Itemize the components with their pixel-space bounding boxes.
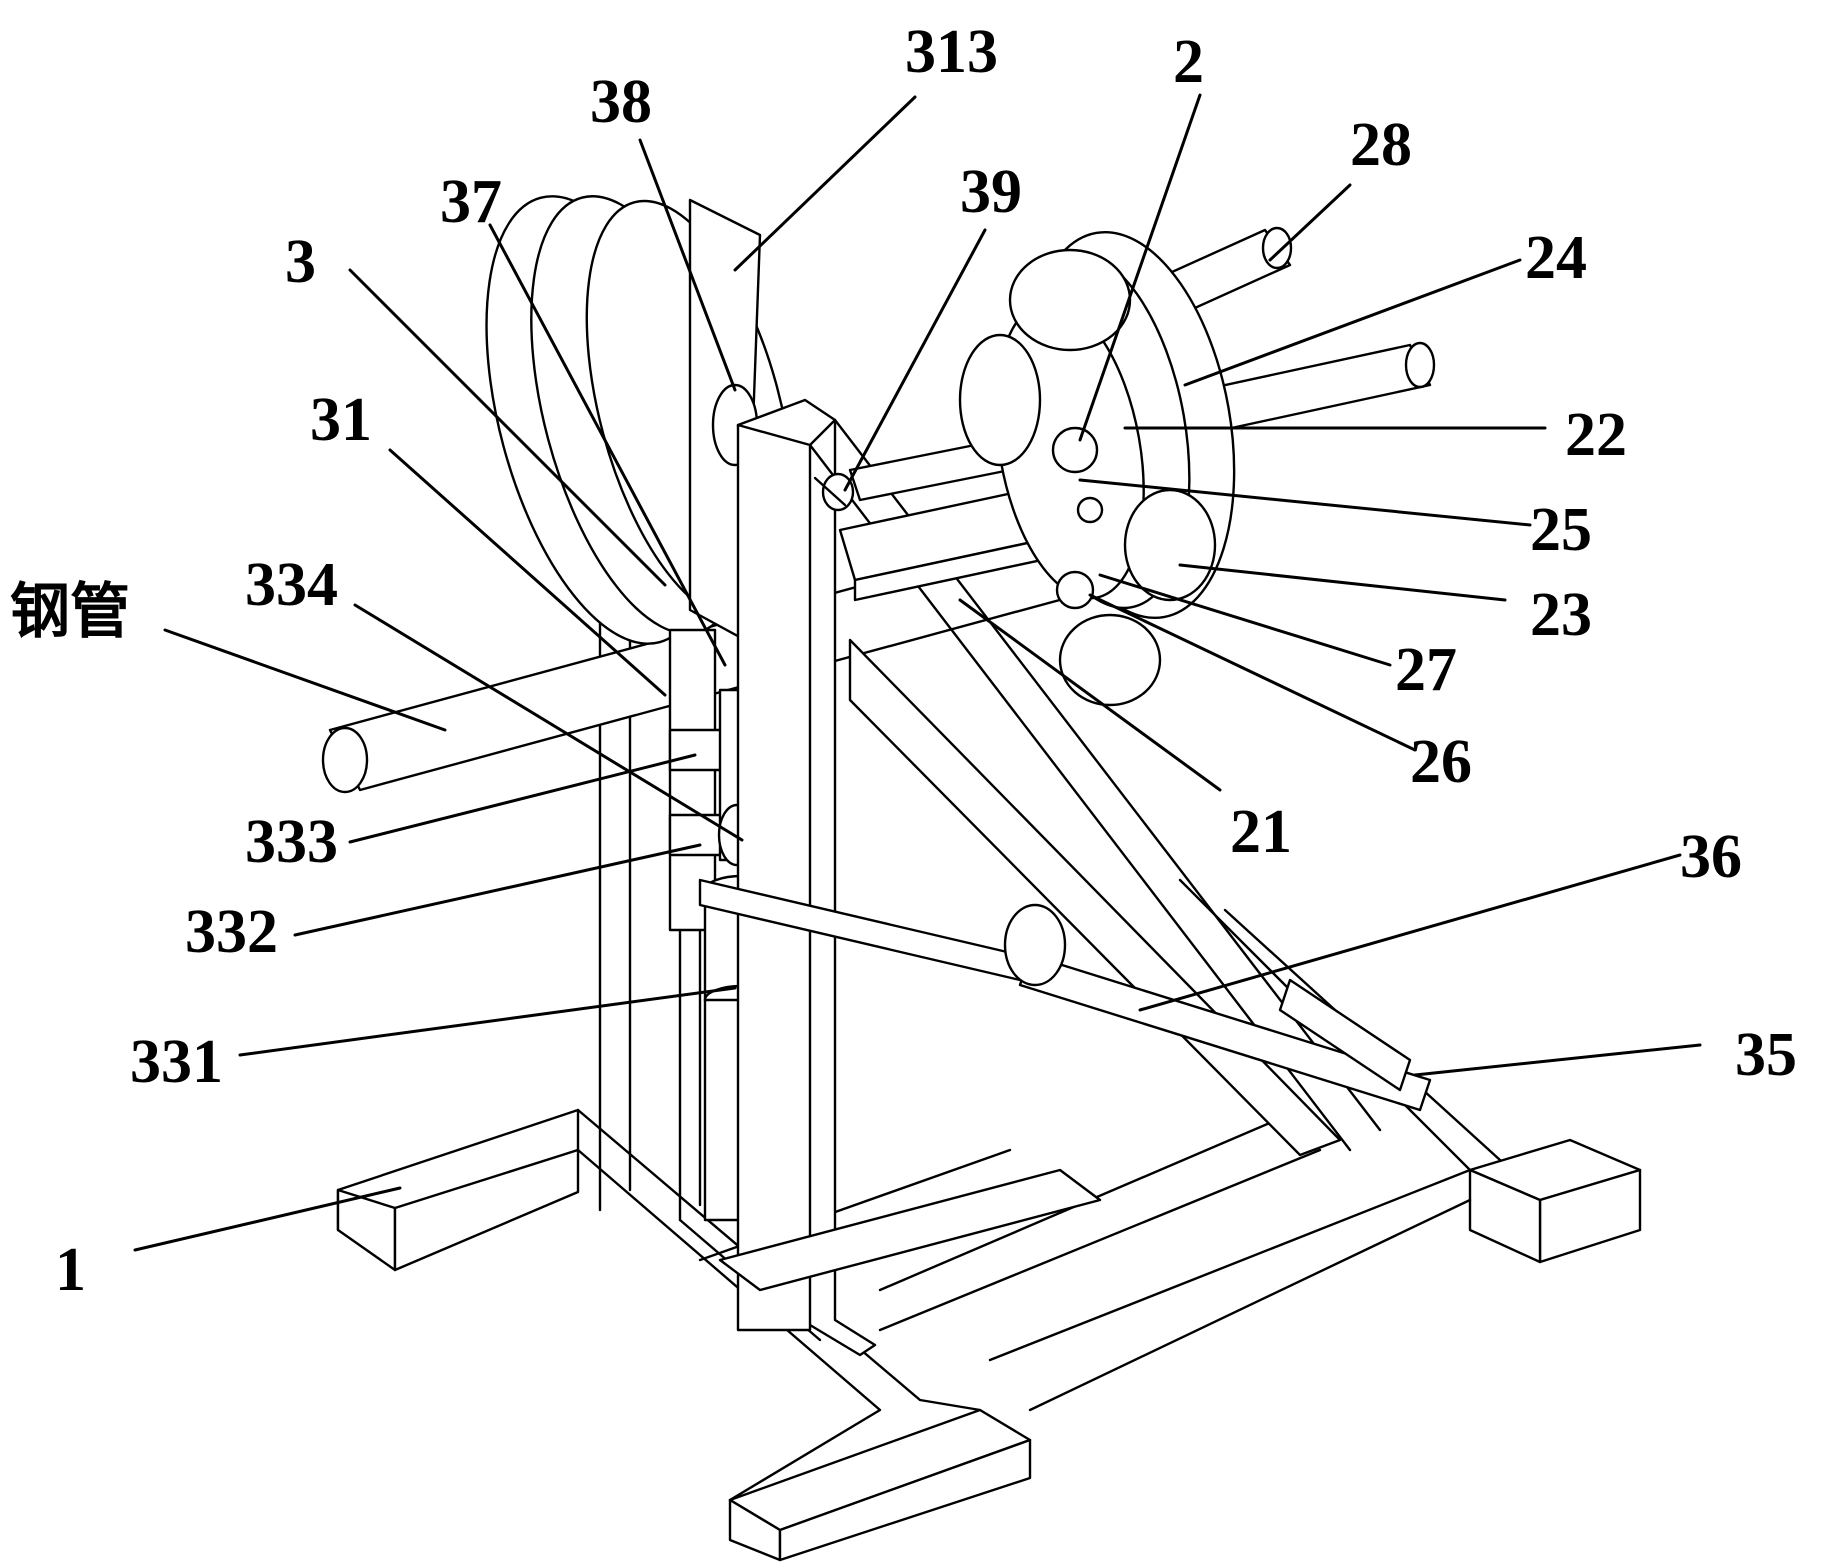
- label-26: 26: [1410, 728, 1472, 796]
- label-27: 27: [1395, 636, 1457, 704]
- label-2: 2: [1173, 28, 1204, 96]
- label-24: 24: [1525, 224, 1587, 292]
- label-332: 332: [185, 898, 278, 966]
- label-21: 21: [1230, 798, 1292, 866]
- label-331: 331: [130, 1028, 223, 1096]
- part-labels: 313 2 38 28 37 39 3 24 31 22 25 334 钢管 2…: [10, 18, 1797, 1304]
- label-39: 39: [960, 158, 1022, 226]
- label-1: 1: [55, 1236, 86, 1304]
- lower-shaft: [698, 878, 1432, 1112]
- label-38: 38: [590, 68, 652, 136]
- gear-assembly: [958, 230, 1236, 707]
- label-36: 36: [1680, 823, 1742, 891]
- label-steel-pipe: 钢管: [10, 577, 130, 647]
- label-333: 333: [245, 808, 338, 876]
- large-disc: [485, 195, 795, 645]
- label-23: 23: [1530, 581, 1592, 649]
- label-25: 25: [1530, 496, 1592, 564]
- label-28: 28: [1350, 111, 1412, 179]
- base-frame: [336, 878, 1642, 1562]
- label-313: 313: [905, 18, 998, 86]
- label-334: 334: [245, 551, 338, 619]
- leader-lines: [133, 93, 1702, 1252]
- label-3: 3: [285, 228, 316, 296]
- label-22: 22: [1565, 401, 1627, 469]
- label-35: 35: [1735, 1021, 1797, 1089]
- label-31: 31: [310, 386, 372, 454]
- label-37: 37: [440, 168, 502, 236]
